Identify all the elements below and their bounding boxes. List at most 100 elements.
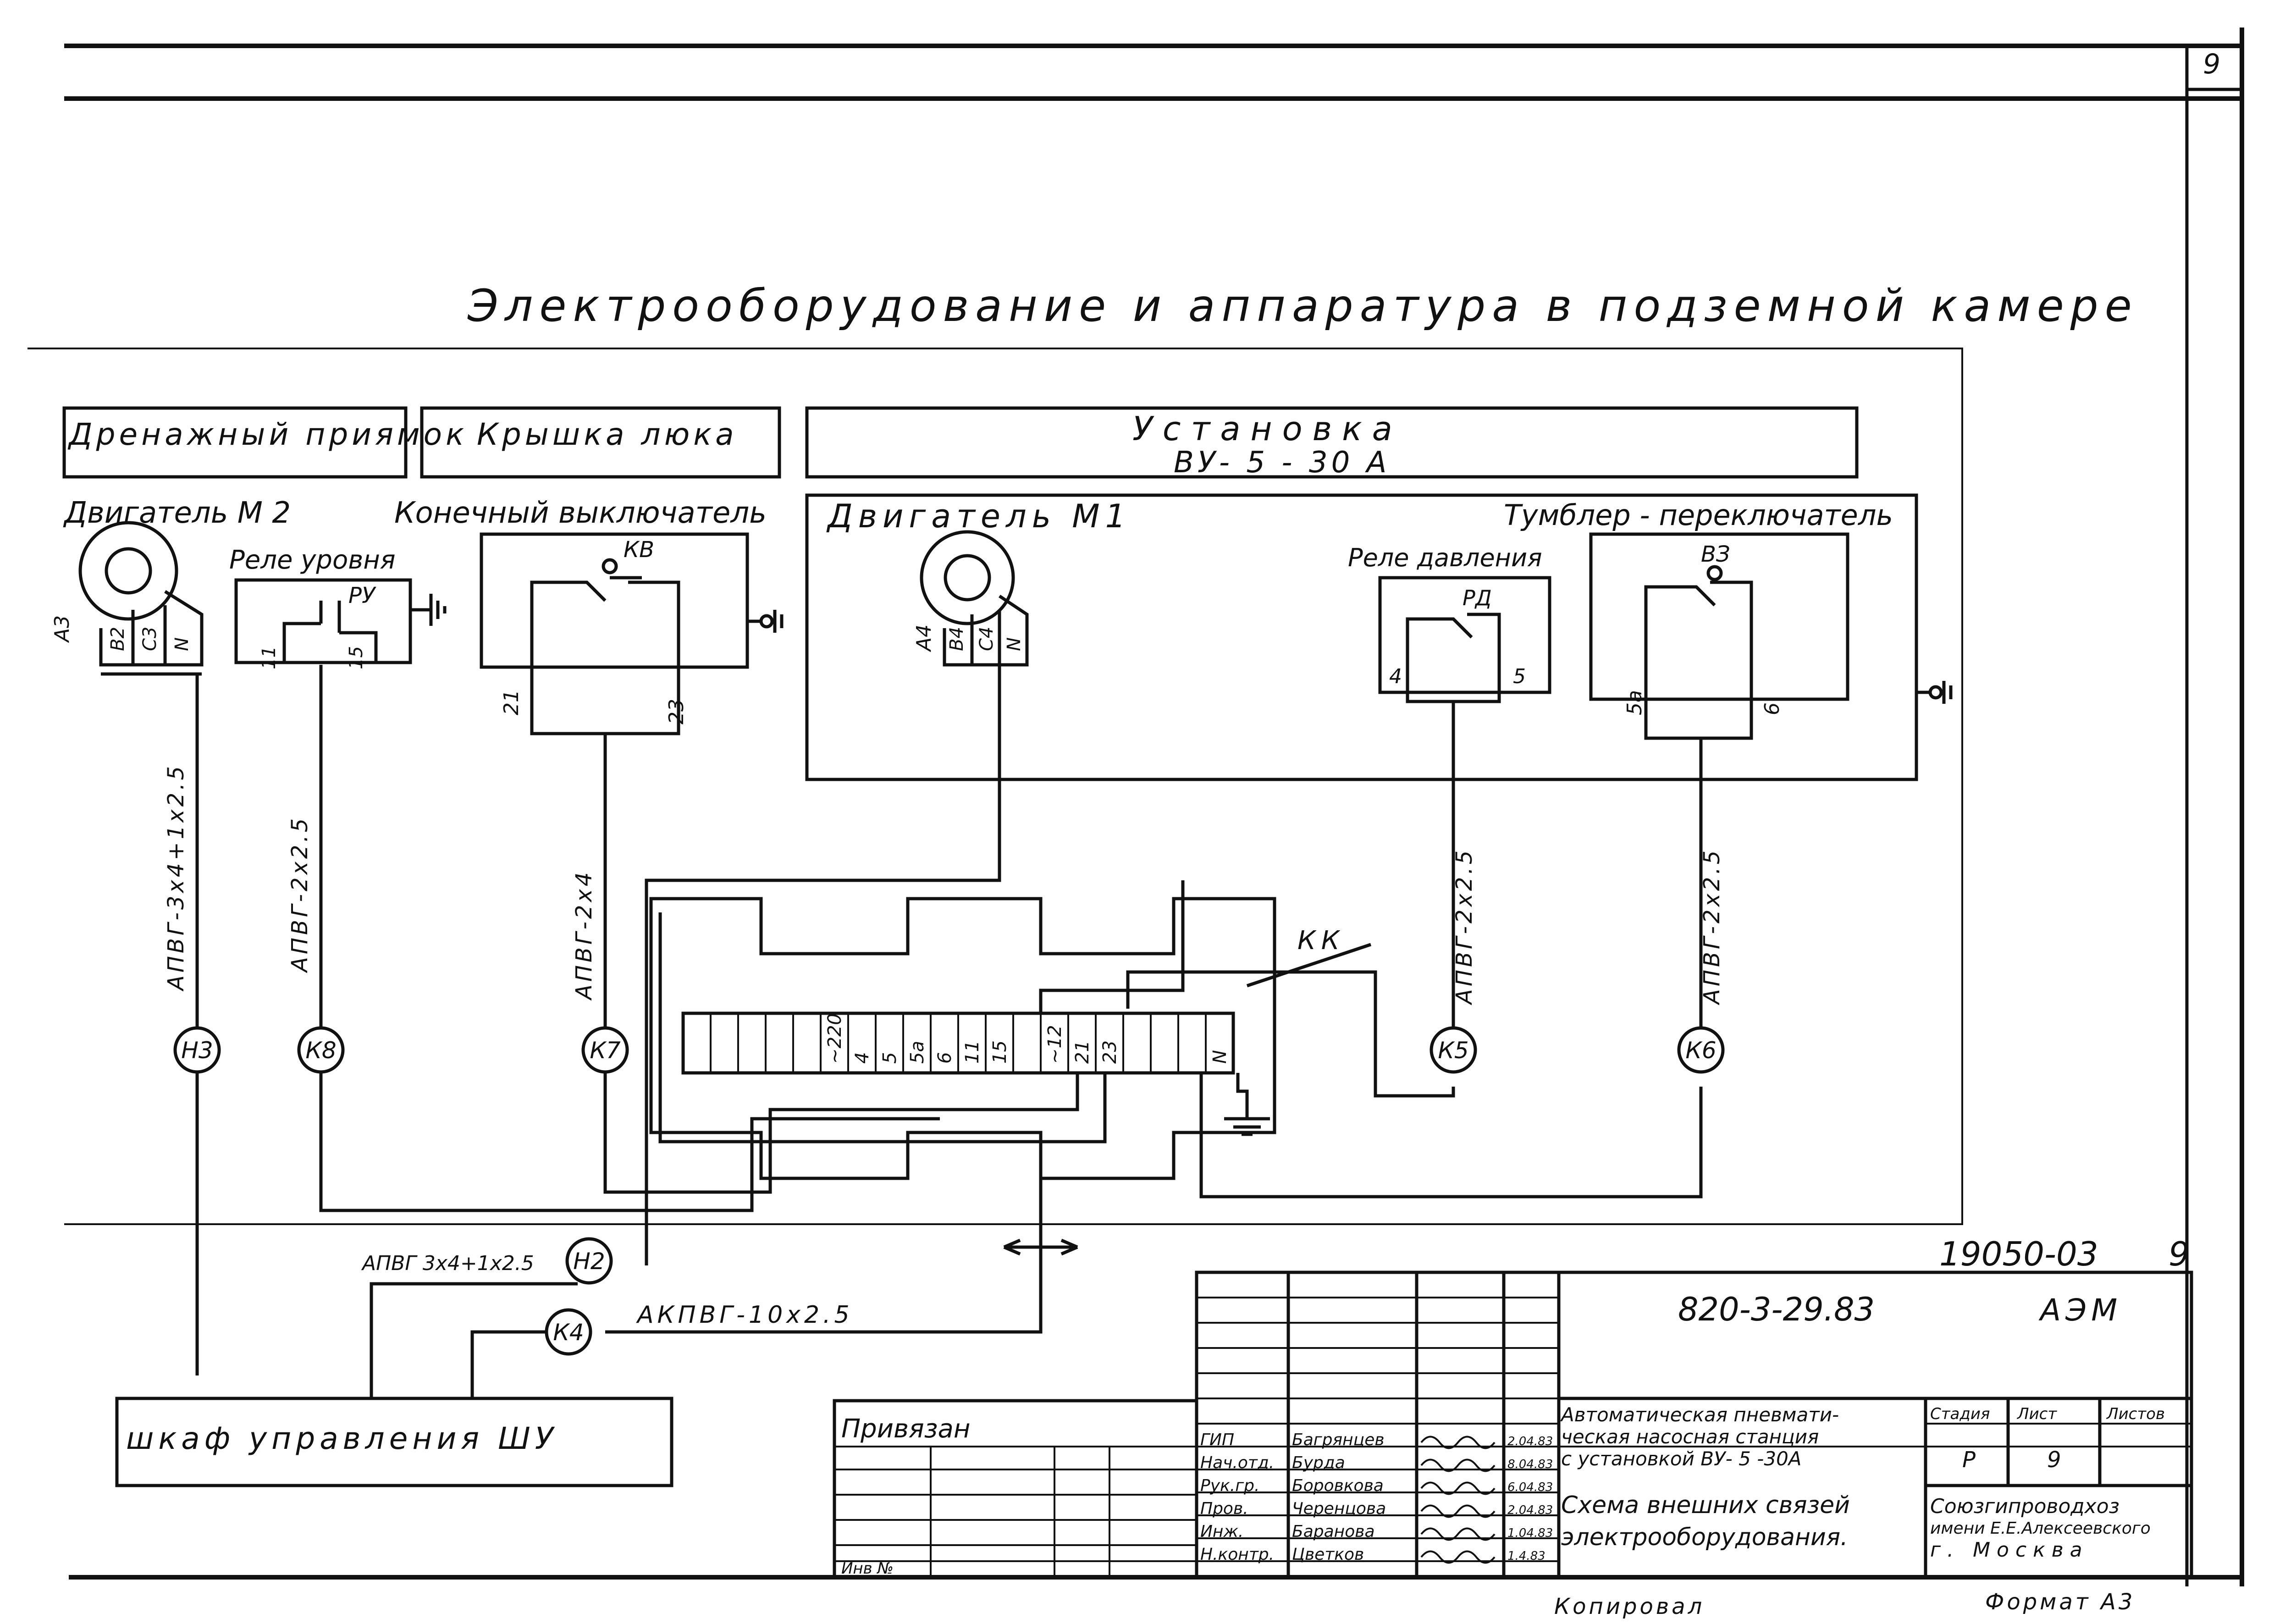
attached-label: Привязан bbox=[841, 1414, 970, 1444]
signature-name: Баранова bbox=[1292, 1522, 1375, 1541]
limit-switch-terminal-21: 21 bbox=[500, 690, 523, 715]
doc-sheet: 9 bbox=[2169, 1235, 2190, 1273]
project-mark: АЭМ bbox=[2038, 1293, 2122, 1328]
inventory-number-label: Инв № bbox=[841, 1559, 894, 1578]
installation-frame bbox=[805, 493, 1918, 781]
hatch-cover-box bbox=[420, 406, 781, 479]
organization-line-3: г. Москва bbox=[1930, 1538, 2089, 1562]
signature-date: 1.04.83 bbox=[1507, 1526, 1553, 1540]
signature-role: Пров. bbox=[1200, 1499, 1248, 1518]
cable-marker-circle bbox=[581, 1026, 629, 1074]
title-block bbox=[833, 1270, 2193, 1579]
signature-role: Н.контр. bbox=[1200, 1545, 1274, 1564]
motor-m2-label: Двигатель М 2 bbox=[63, 496, 291, 530]
motor-m1 bbox=[920, 530, 1029, 667]
level-relay-code: РУ bbox=[348, 583, 376, 608]
toggle-switch-terminal-6: 6 bbox=[1761, 702, 1784, 715]
signature-date: 6.04.83 bbox=[1507, 1480, 1553, 1494]
pressure-relay-code: РД bbox=[1463, 586, 1492, 610]
cable-spec-k7: АПВГ-2х4 bbox=[571, 870, 597, 1001]
drawing-frame bbox=[64, 28, 2244, 1586]
terminal-box-code: КК bbox=[1297, 926, 1345, 956]
cable-marker-label: К6 bbox=[1685, 1037, 1716, 1064]
cable-marker-circle bbox=[173, 1026, 221, 1074]
terminal-label: 5 bbox=[879, 1052, 900, 1064]
signature-name: Боровкова bbox=[1292, 1476, 1384, 1495]
cable-marker-circle bbox=[297, 1026, 345, 1074]
terminal-label: 11 bbox=[962, 1040, 983, 1064]
terminal-box-kk bbox=[649, 897, 1276, 1180]
sheet-value: 9 bbox=[2047, 1447, 2061, 1473]
motor-m1-label: Двигатель М1 bbox=[826, 497, 1131, 535]
format-label: Формат А3 bbox=[1985, 1589, 2135, 1615]
motor-m2-terminal-n: N bbox=[171, 637, 193, 651]
terminal-label: ~220 bbox=[824, 1013, 845, 1064]
motor-m1-terminal-c4: С4 bbox=[976, 627, 997, 651]
pressure-relay-terminal-4: 4 bbox=[1389, 665, 1402, 688]
cable-marker-label: К8 bbox=[305, 1037, 336, 1064]
terminal-label: N bbox=[1209, 1050, 1231, 1064]
pressure-relay bbox=[1378, 576, 1551, 694]
limit-switch bbox=[480, 532, 784, 669]
cable-marker-label: К5 bbox=[1438, 1037, 1468, 1064]
level-relay-terminal-11: 11 bbox=[259, 646, 280, 669]
signature-name: Бурда bbox=[1292, 1453, 1345, 1472]
signature-scribble bbox=[1420, 1504, 1496, 1518]
motor-m1-designator: А4 bbox=[912, 624, 936, 652]
cable-marker: Н3 bbox=[173, 1026, 221, 1074]
terminal-label: 4 bbox=[852, 1052, 873, 1064]
signature-scribble bbox=[1420, 1481, 1496, 1495]
signature-scribble bbox=[1420, 1527, 1496, 1541]
toggle-switch bbox=[1589, 532, 1953, 704]
sheet-number: 9 bbox=[2203, 48, 2220, 80]
page-title: Электрооборудование и аппаратура в подзе… bbox=[467, 280, 2138, 331]
motor-m1-terminal-n: N bbox=[1004, 637, 1025, 651]
drain-pit-box bbox=[62, 406, 408, 479]
drain-pit-label: Дренажный приямок bbox=[67, 417, 468, 452]
signature-scribble bbox=[1420, 1436, 1496, 1449]
cable-marker: К8 bbox=[297, 1026, 345, 1074]
cable-marker: Н2 bbox=[565, 1237, 613, 1285]
sheet-title-line-2: электрооборудования. bbox=[1561, 1524, 1848, 1551]
project-code: 820-3-29.83 bbox=[1678, 1291, 1875, 1328]
chamber-boundary bbox=[28, 348, 1963, 1225]
installation-model: ВУ- 5 - 30 А bbox=[1174, 446, 1390, 480]
terminal-label: 6 bbox=[934, 1052, 955, 1064]
signature-date: 8.04.83 bbox=[1507, 1458, 1553, 1471]
motor-m1-terminal-b4: В4 bbox=[946, 627, 967, 651]
motor-m2-terminal-c3: С3 bbox=[139, 627, 160, 651]
pressure-relay-terminal-5: 5 bbox=[1513, 665, 1526, 688]
description-line-1: Автоматическая пневмати- bbox=[1560, 1403, 1839, 1426]
kk-ground-icon bbox=[1224, 1073, 1270, 1136]
cable-spec-k8: АПВГ-2х2.5 bbox=[287, 816, 313, 973]
signature-role: ГИП bbox=[1200, 1431, 1234, 1449]
terminal-label: 21 bbox=[1072, 1040, 1093, 1064]
cable-spec-n2: АПВГ 3х4+1х2.5 bbox=[361, 1252, 534, 1275]
toggle-switch-label: Тумблер - переключатель bbox=[1504, 498, 1893, 532]
level-relay-terminal-15: 15 bbox=[346, 646, 367, 669]
motor-m2 bbox=[78, 521, 204, 676]
signature-name: Багрянцев bbox=[1292, 1431, 1385, 1449]
cable-spec-k5: АПВГ-2х2.5 bbox=[1452, 848, 1477, 1005]
signature-date: 1.4.83 bbox=[1507, 1549, 1545, 1563]
control-cabinet-label: шкаф управления ШУ bbox=[126, 1421, 558, 1456]
level-relay bbox=[234, 578, 447, 664]
hatch-cover-label: Крышка люка bbox=[477, 417, 738, 452]
signature-role: Инж. bbox=[1200, 1522, 1243, 1541]
cable-marker: К7 bbox=[581, 1026, 629, 1074]
organization-line-1: Союзгипроводхоз bbox=[1930, 1495, 2119, 1518]
stage-header: Стадия bbox=[1930, 1405, 1990, 1423]
cable-marker-circle bbox=[1677, 1026, 1725, 1074]
control-cabinet-box bbox=[115, 1397, 673, 1487]
terminal-label: 15 bbox=[989, 1040, 1010, 1064]
cable-marker-label: К7 bbox=[590, 1037, 620, 1064]
signature-role: Нач.отд. bbox=[1200, 1453, 1274, 1472]
signature-scribble bbox=[1420, 1458, 1496, 1472]
terminal-label: 23 bbox=[1099, 1040, 1120, 1064]
signature-name: Цветков bbox=[1292, 1545, 1364, 1564]
signature-date: 2.04.83 bbox=[1507, 1503, 1553, 1517]
